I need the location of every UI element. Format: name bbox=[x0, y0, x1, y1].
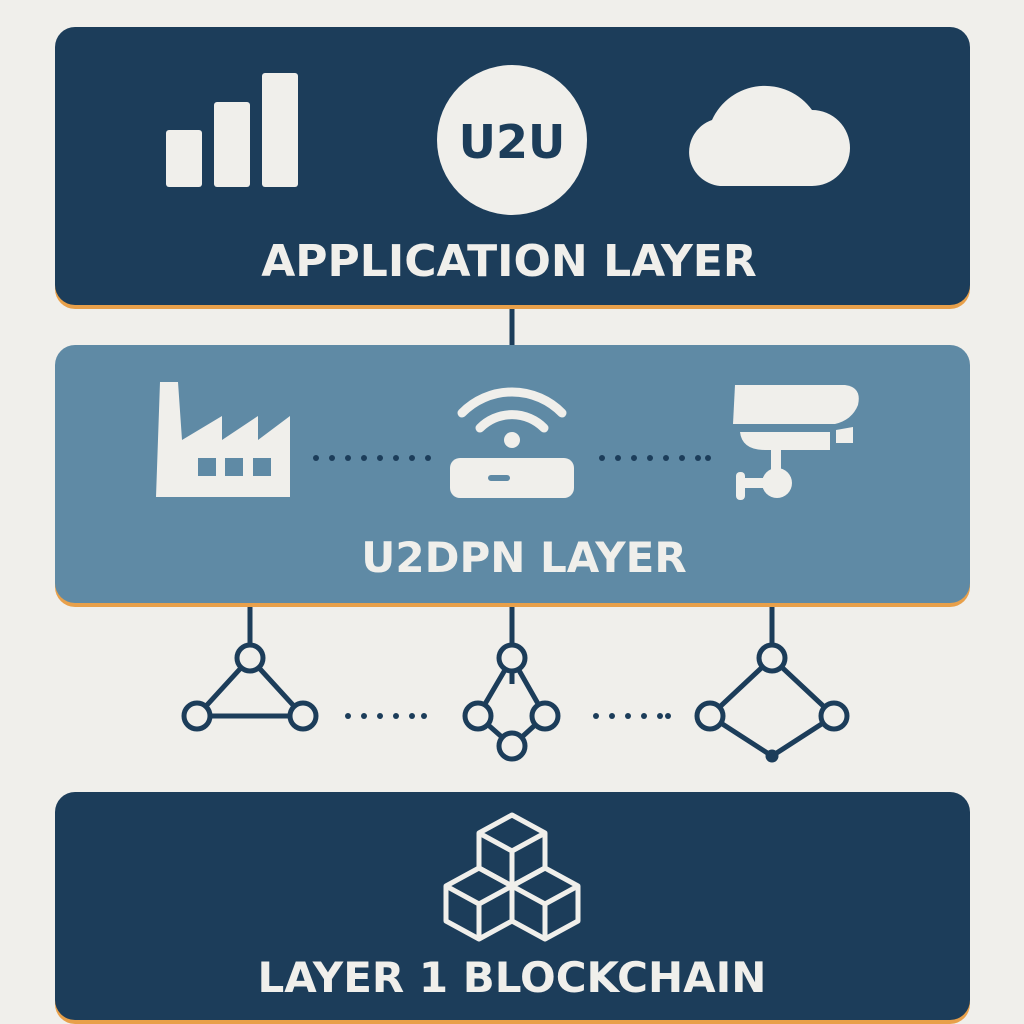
cubes-icon bbox=[443, 812, 581, 942]
blockchain-layer-title: LAYER 1 BLOCKCHAIN bbox=[258, 953, 767, 1002]
dotted-link bbox=[593, 713, 671, 719]
application-layer-title: APPLICATION LAYER bbox=[261, 236, 757, 287]
dotted-link bbox=[313, 455, 431, 461]
diamond-network-icon bbox=[462, 642, 561, 762]
security-camera-icon bbox=[733, 385, 859, 500]
bar-chart-icon bbox=[166, 73, 298, 187]
u2dpn-layer-panel: U2DPN LAYER bbox=[55, 345, 970, 607]
cloud-icon bbox=[689, 85, 850, 186]
application-layer-panel: U2U APPLICATION LAYER bbox=[55, 27, 970, 309]
blockchain-layer-panel: LAYER 1 BLOCKCHAIN bbox=[55, 792, 970, 1024]
connectors-u2dpn-networks bbox=[247, 600, 775, 646]
dotted-link bbox=[599, 455, 711, 461]
wifi-router-icon bbox=[450, 387, 574, 498]
triangle-network-icon bbox=[181, 642, 319, 732]
svg-text:U2U: U2U bbox=[459, 115, 566, 169]
diamond-network-icon bbox=[694, 642, 850, 763]
factory-icon bbox=[156, 382, 290, 497]
u2u-logo: U2U bbox=[437, 65, 587, 215]
dotted-link bbox=[345, 713, 427, 719]
u2dpn-layer-title: U2DPN LAYER bbox=[361, 533, 686, 582]
